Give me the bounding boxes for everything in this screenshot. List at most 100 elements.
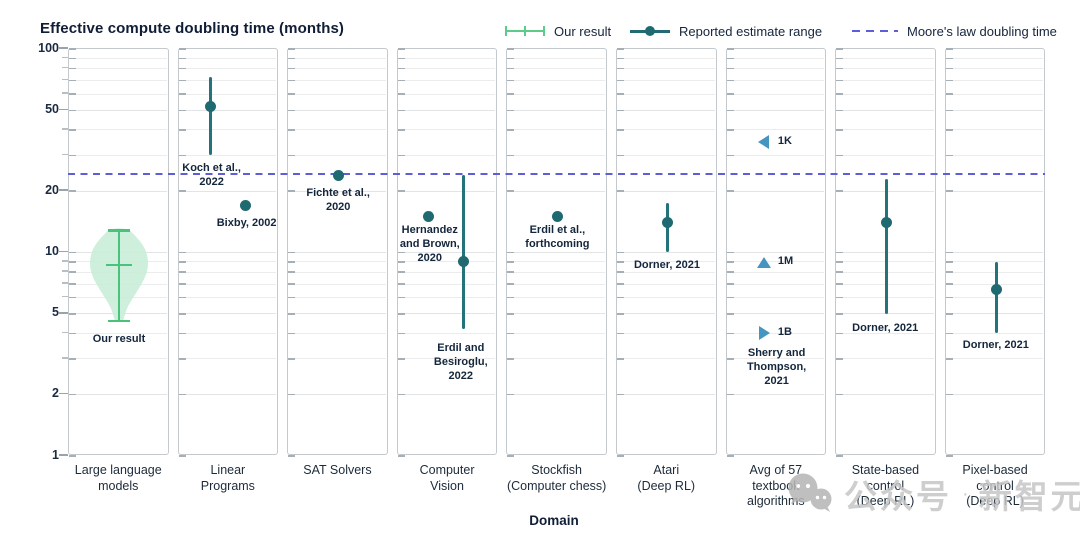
gridline — [289, 394, 386, 396]
gridline — [179, 93, 277, 95]
panel-tick — [288, 48, 296, 50]
gridline — [727, 332, 825, 334]
panel-tick — [945, 154, 953, 157]
panel-tick — [836, 393, 844, 396]
panel-tick — [726, 251, 734, 254]
y-axis-tick — [62, 128, 68, 130]
gridline — [727, 271, 825, 273]
benchmark-tag-label: 1B — [777, 326, 792, 339]
y-axis-tick — [62, 282, 68, 284]
panel-tick — [507, 190, 515, 192]
our-result-center-cap — [106, 263, 132, 267]
gridline — [179, 80, 277, 82]
estimate-point — [457, 256, 469, 268]
panel-tick — [836, 67, 844, 70]
gridline — [727, 154, 825, 156]
panel-tick — [945, 283, 953, 285]
panel-tick — [617, 271, 624, 273]
y-axis-tick — [62, 153, 68, 156]
gridline — [289, 154, 386, 156]
gridline — [727, 68, 825, 70]
gridline — [70, 358, 167, 360]
gridline — [508, 283, 605, 285]
panel-tick — [945, 261, 953, 263]
panel-tick — [69, 79, 76, 82]
gridline — [618, 80, 715, 82]
panel-large-language-models: Our result — [68, 48, 169, 457]
gridline — [618, 297, 715, 299]
estimate-point — [422, 211, 434, 223]
our-result-range-line — [117, 230, 121, 322]
gridline — [508, 297, 605, 299]
panel-tick — [288, 67, 296, 70]
panel-tick — [69, 283, 76, 285]
panel-tick — [836, 261, 844, 263]
panel-sat-solvers: Fichte et al.,2020 — [287, 48, 388, 457]
panel-tick — [178, 283, 186, 285]
estimate-citation-label: Bixby, 2002 — [216, 217, 277, 229]
gridline — [618, 190, 715, 192]
y-axis-tick — [62, 331, 68, 334]
panel-tick — [178, 79, 186, 82]
panel-tick — [288, 271, 296, 273]
y-axis-tick — [62, 66, 68, 69]
y-axis-tick-label: 5 — [52, 305, 59, 320]
panel-tick — [69, 271, 76, 273]
panel-tick — [178, 332, 186, 335]
panel-tick — [617, 79, 624, 82]
panel-tick — [397, 283, 405, 285]
legend-label: Our result — [554, 23, 612, 39]
panel-tick — [178, 271, 186, 273]
estimate-range-line — [884, 178, 888, 314]
estimate-range-legend-icon — [630, 25, 670, 37]
gridline — [70, 109, 167, 111]
panel-tick — [69, 57, 76, 60]
x-axis-title: Domain — [529, 513, 579, 528]
panel-tick — [69, 109, 76, 111]
panel-tick — [178, 455, 186, 457]
panel-tick — [288, 296, 296, 299]
gridline — [70, 57, 167, 59]
panel-tick — [726, 57, 734, 60]
panel-tick — [945, 190, 953, 192]
gridline — [70, 154, 167, 156]
gridline — [618, 129, 715, 131]
y-axis-tick — [59, 189, 68, 191]
gridline — [837, 154, 934, 156]
gridline — [508, 252, 605, 253]
panel-tick — [397, 67, 405, 70]
legend-label: Moore's law doubling time — [907, 23, 1057, 39]
panel-tick — [397, 271, 405, 273]
panel-tick — [507, 251, 515, 254]
panel-tick — [69, 93, 76, 95]
panel-tick — [726, 190, 734, 192]
y-axis-tick — [59, 454, 68, 456]
gridline — [398, 109, 496, 111]
panel-tick — [288, 313, 296, 315]
panel-tick — [836, 313, 844, 315]
panel-tick — [288, 93, 296, 95]
panel-tick — [69, 154, 76, 157]
panel-tick — [836, 296, 844, 299]
gridline — [70, 129, 167, 131]
gridline — [727, 93, 825, 95]
our-result-legend-icon — [505, 25, 545, 37]
panel-pixel-based-control-deep-rl-: Dorner, 2021 — [944, 48, 1046, 457]
gridline — [946, 190, 1044, 192]
panel-tick — [397, 57, 405, 60]
panel-tick — [69, 190, 76, 192]
estimate-range-line — [994, 261, 998, 334]
gridline — [508, 358, 605, 360]
benchmark-tag-label: 1K — [777, 134, 792, 147]
panel-tick — [507, 67, 515, 70]
panel-tick — [69, 261, 76, 263]
panel-tick — [617, 154, 624, 157]
y-axis-tick — [62, 92, 68, 94]
legend-item-moores-law: Moore's law doubling time — [852, 22, 1057, 40]
gridline — [727, 80, 825, 82]
panel-tick — [178, 129, 186, 131]
